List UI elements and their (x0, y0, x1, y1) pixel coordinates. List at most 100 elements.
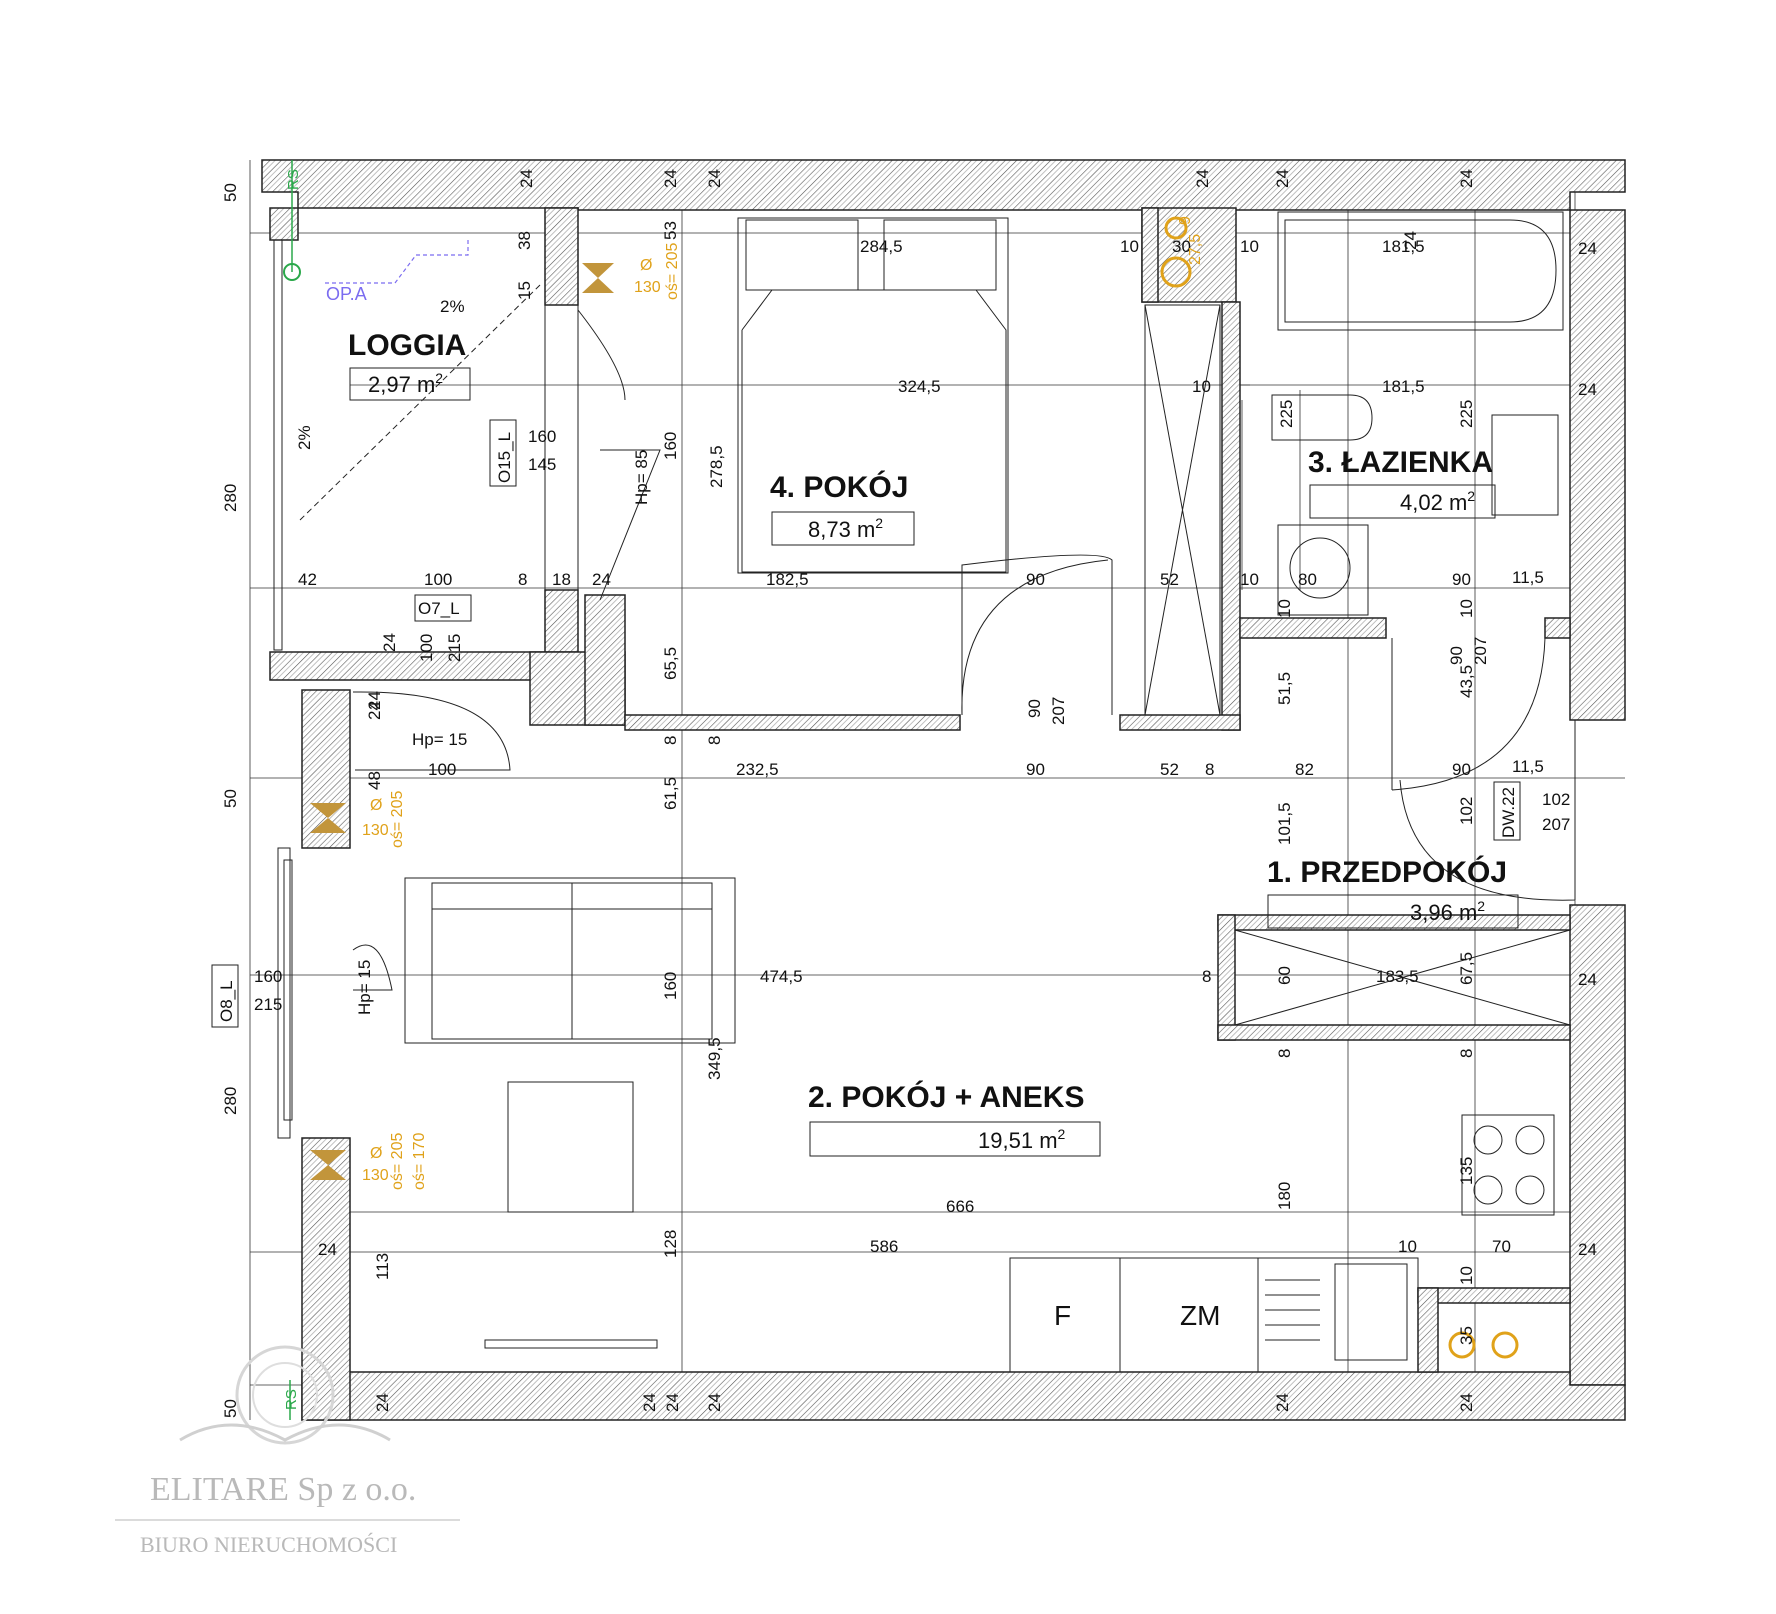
dim: 52 (1160, 570, 1179, 589)
dim: 128 (661, 1230, 680, 1258)
opa-label: OP.A (326, 284, 367, 304)
svg-text:8,73 m2: 8,73 m2 (808, 515, 883, 542)
fridge-label: F (1054, 1300, 1071, 1331)
room-name: LOGGIA (348, 329, 466, 362)
riser-label: RS (283, 1389, 300, 1410)
dim: 8 (1457, 1049, 1476, 1058)
dim: 24 (1578, 380, 1597, 399)
company-logo: ELITARE Sp z o.o. BIURO NIERUCHOMOŚCI (115, 1345, 460, 1557)
dim: 24 (663, 1393, 682, 1412)
dim: 24 (373, 1393, 392, 1412)
dim: 15 (515, 281, 534, 300)
door-label: DW.22 (1499, 787, 1518, 838)
dim: 35 (1457, 1326, 1476, 1345)
vent-label: oś= 205 (664, 243, 681, 300)
dim: 48 (365, 771, 384, 790)
dim: 181,5 (1382, 377, 1425, 396)
room-pokoj-aneks: 2. POKÓJ + ANEKS 19,51 m2 (808, 1080, 1101, 1157)
dim: 10 (1192, 377, 1211, 396)
dim: 474,5 (760, 967, 803, 986)
svg-text:19,51 m2: 19,51 m2 (978, 1126, 1066, 1153)
dim: 65,5 (661, 647, 680, 680)
dim: 53 (661, 221, 680, 240)
thin-geometry (273, 160, 1576, 1420)
dim: 10 (1240, 237, 1259, 256)
svg-text:3,96 m2: 3,96 m2 (1410, 898, 1485, 925)
vent-label: 130 (634, 279, 661, 296)
dim: 324,5 (898, 377, 941, 396)
window-dim: 215 (254, 995, 282, 1014)
dim: 24 (1273, 169, 1292, 188)
room-name: 1. PRZEDPOKÓJ (1267, 855, 1507, 889)
room-przedpokoj: 1. PRZEDPOKÓJ 3,96 m2 (1267, 855, 1519, 929)
dim: 207 (1471, 637, 1490, 665)
dim: 50 (221, 183, 240, 202)
vent-label: 130 (362, 1167, 389, 1184)
room-area: 19,51 (978, 1128, 1033, 1153)
dim: 8 (1202, 967, 1211, 986)
dim: 180 (1275, 1182, 1294, 1210)
window-label: O8_L (217, 980, 236, 1022)
dim: 43,5 (1457, 665, 1476, 698)
dim: 24 (365, 701, 384, 720)
vent-labels: Ø 130 oś= 205 Ø 130 oś= 205 Ø 130 oś= 20… (283, 169, 1204, 1410)
dim: 90 (1452, 760, 1471, 779)
dim: 24 (1457, 169, 1476, 188)
dim: 82 (1295, 760, 1314, 779)
room-area: 8,73 (808, 517, 851, 542)
dim: 60 (1275, 966, 1294, 985)
dim: 61,5 (661, 777, 680, 810)
shaft-label: 27,5 (1187, 234, 1204, 265)
dim: 24 (592, 570, 611, 589)
room-area: 3,96 (1410, 900, 1453, 925)
dim: 24 (517, 169, 536, 188)
dim: 24 (661, 169, 680, 188)
dim: 225 (1277, 400, 1296, 428)
dim: 181,5 (1382, 237, 1425, 256)
dim: 24 (1578, 970, 1597, 989)
dim: 8 (518, 570, 527, 589)
svg-text:2,97 m2: 2,97 m2 (368, 370, 443, 397)
dim: 182,5 (766, 570, 809, 589)
dim: 90 (1452, 570, 1471, 589)
dim: 10 (1120, 237, 1139, 256)
room-area: 2,97 (368, 372, 411, 397)
room-area: 4,02 (1400, 490, 1443, 515)
dim: 102 (1542, 790, 1570, 809)
dim: 24 (640, 1393, 659, 1412)
dim: 90 (1025, 699, 1044, 718)
slope-label: 2% (440, 297, 465, 316)
dim: 160 (661, 972, 680, 1000)
walls (261, 159, 1626, 1421)
logo-company-name: ELITARE Sp z o.o. (150, 1471, 416, 1508)
dim: 8 (1275, 1049, 1294, 1058)
dim: 18 (552, 570, 571, 589)
dim: 8 (661, 736, 680, 745)
dim: 113 (373, 1253, 392, 1280)
dim: 24 (1193, 169, 1212, 188)
element-labels: O15_L O7_L O8_L 160 215 DW.22 Hp= 85 Hp=… (211, 284, 1521, 1331)
dim: 24 (318, 1240, 337, 1259)
room-loggia: LOGGIA 2,97 m2 (348, 329, 471, 401)
dim: 90 (1447, 646, 1466, 665)
dim: 101,5 (1275, 802, 1294, 845)
window-label: O7_L (418, 599, 460, 618)
dim: 11,5 (1512, 757, 1544, 776)
washer-label: ZM (1180, 1300, 1220, 1331)
dim: 666 (946, 1197, 974, 1216)
slope-label: 2% (295, 425, 314, 450)
dim: 42 (298, 570, 317, 589)
dim: 10 (1398, 1237, 1417, 1256)
window-dim: 160 (254, 967, 282, 986)
room-pokoj-4: 4. POKÓJ 8,73 m2 (770, 470, 915, 546)
room-labels: LOGGIA 2,97 m2 4. POKÓJ 8,73 m2 3. ŁAZIE… (348, 329, 1519, 1157)
dim: 51,5 (1275, 672, 1294, 705)
dim: 278,5 (707, 445, 726, 488)
dim: 70 (1492, 1237, 1511, 1256)
dim: 102 (1457, 797, 1476, 825)
dim: 67,5 (1457, 952, 1476, 985)
dimension-labels: 50 280 50 280 50 24 24 24 24 24 24 24 24… (221, 169, 1597, 1418)
dim: 280 (221, 1087, 240, 1115)
dim: 24 (365, 691, 384, 710)
shaft-label: 9 (1177, 216, 1194, 225)
